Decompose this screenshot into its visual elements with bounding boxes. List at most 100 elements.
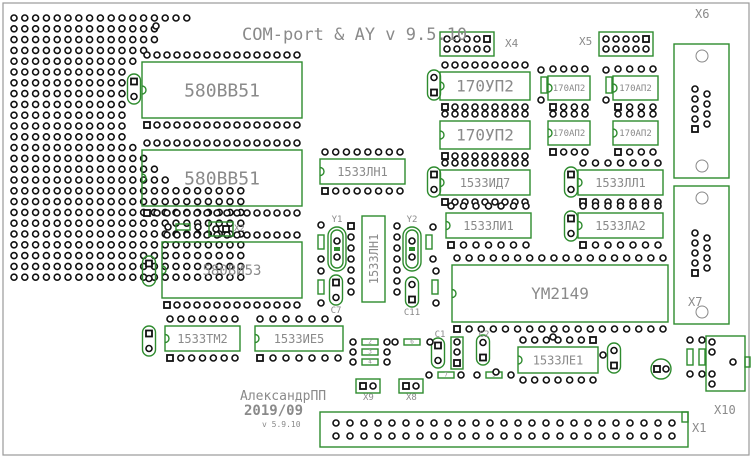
- pad: [213, 51, 221, 59]
- pad: [263, 51, 271, 59]
- pad: [20, 14, 29, 22]
- pad: [203, 301, 211, 309]
- pad: [500, 432, 508, 440]
- pad: [525, 254, 534, 262]
- pad: [589, 376, 597, 384]
- pad: [237, 273, 245, 282]
- cap-c7: [328, 274, 344, 306]
- chip-notch: [577, 220, 583, 231]
- pad: [273, 121, 281, 129]
- pad: [183, 219, 191, 227]
- pad: [649, 65, 657, 73]
- pad: [107, 197, 115, 206]
- pad: [654, 432, 662, 440]
- pad: [416, 419, 424, 427]
- pad: [598, 325, 607, 333]
- pad: [511, 103, 519, 111]
- chip-label: 1533ЛН1: [367, 234, 381, 285]
- pad: [501, 325, 510, 333]
- pad: [396, 148, 404, 156]
- pad: [625, 103, 634, 111]
- pad: [295, 354, 303, 362]
- cap-outline: [426, 166, 442, 198]
- pad: [42, 143, 51, 152]
- chip-outline: [451, 264, 669, 323]
- pad: [501, 152, 509, 160]
- square-pad: [614, 103, 622, 111]
- cap-outline: [563, 210, 579, 242]
- pad: [75, 111, 83, 119]
- pad: [604, 159, 612, 167]
- pad: [10, 165, 18, 173]
- pad: [187, 315, 196, 323]
- square-pad: [408, 295, 416, 304]
- board-edge: [2, 2, 750, 456]
- pad: [293, 139, 301, 147]
- pad: [481, 61, 489, 69]
- resistor-label: 2: [368, 339, 372, 346]
- pad: [42, 273, 51, 282]
- pad: [513, 325, 522, 333]
- pad: [641, 241, 650, 249]
- pad: [75, 24, 83, 33]
- pad: [637, 110, 646, 118]
- pad: [31, 262, 40, 271]
- pad: [42, 197, 51, 206]
- pad: [129, 176, 137, 184]
- pad: [161, 187, 169, 195]
- pad: [332, 432, 340, 440]
- pad: [691, 259, 699, 267]
- version-label: v 5.9.10: [262, 420, 301, 429]
- square-pad: [614, 148, 622, 156]
- pad: [511, 159, 519, 167]
- pad: [486, 419, 494, 427]
- chip-notch: [517, 355, 523, 365]
- pad: [75, 176, 83, 184]
- pad: [283, 231, 291, 239]
- cap-outline: [430, 337, 446, 369]
- chip-u1: 580ВВ51: [141, 51, 303, 129]
- square-pad: [567, 170, 575, 179]
- pad: [42, 187, 51, 195]
- pad: [118, 154, 126, 163]
- label-x8: X8: [406, 393, 417, 403]
- pad: [118, 122, 126, 130]
- pad: [237, 219, 245, 227]
- pad: [686, 336, 694, 344]
- pad: [347, 233, 355, 241]
- pad: [183, 251, 191, 260]
- pad: [107, 251, 115, 260]
- resistor-outline: [605, 76, 613, 94]
- chip-label: 1533ЛН1: [337, 165, 388, 179]
- board-title: COM-port & AY v 9.5.10: [242, 25, 467, 45]
- pad: [75, 262, 83, 271]
- pad: [691, 229, 699, 237]
- chip-u13: 170АП2: [612, 110, 659, 156]
- pad: [96, 197, 105, 206]
- x3-outline: [450, 336, 464, 370]
- pad: [626, 419, 634, 427]
- pad: [473, 45, 481, 53]
- pad: [637, 65, 646, 73]
- pad: [193, 209, 201, 217]
- pad: [393, 222, 401, 230]
- pad: [598, 254, 607, 262]
- pad: [139, 14, 148, 22]
- pad: [31, 273, 40, 282]
- pad: [691, 115, 699, 123]
- pad: [385, 148, 394, 156]
- pad: [591, 241, 600, 249]
- pad: [521, 103, 529, 111]
- pad: [20, 230, 29, 238]
- pad: [107, 208, 115, 217]
- label-y2: Y2: [407, 215, 418, 225]
- chip-label: 1533ЛА2: [595, 219, 646, 233]
- pad: [96, 79, 105, 87]
- pad: [599, 351, 607, 359]
- pad: [107, 79, 115, 87]
- cap-u3: [141, 255, 157, 287]
- pad: [31, 68, 40, 76]
- pad: [577, 336, 586, 344]
- chip-notch: [445, 220, 451, 231]
- pad: [237, 187, 245, 195]
